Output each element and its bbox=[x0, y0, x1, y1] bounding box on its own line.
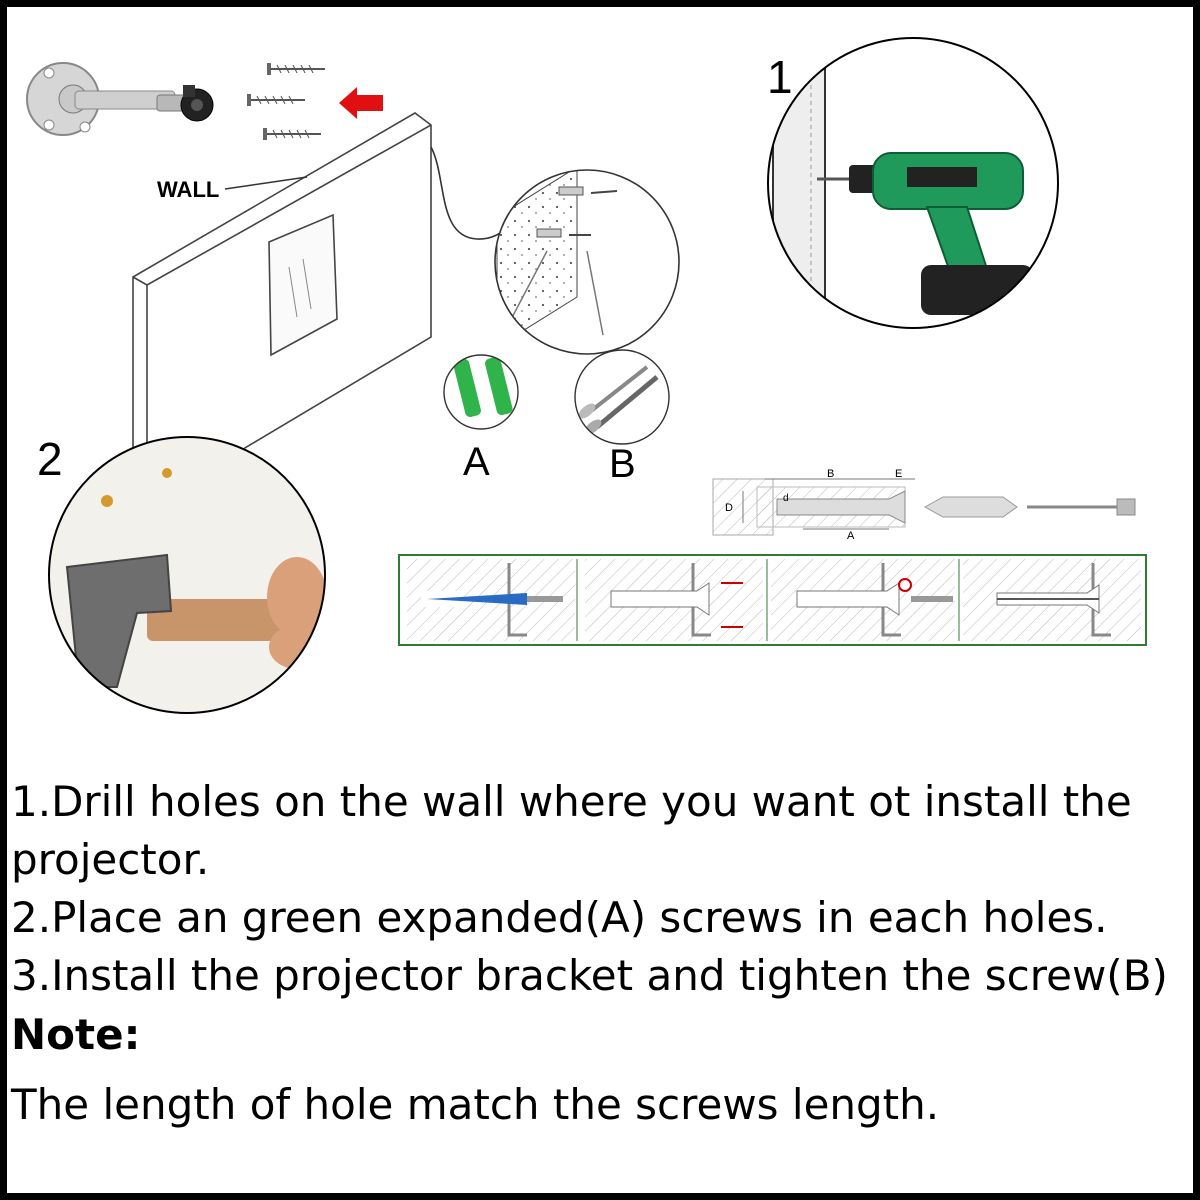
install-steps-panel bbox=[398, 554, 1147, 646]
dim-d-label: D bbox=[725, 502, 733, 514]
note-text: The length of hole match the screws leng… bbox=[11, 1080, 940, 1129]
step-2-text: 2.Place an green expanded(A) screws in e… bbox=[11, 893, 1108, 942]
hammer-icon bbox=[48, 436, 326, 714]
step-1-text: 1.Drill holes on the wall where you want… bbox=[11, 777, 1132, 884]
arrow-left-icon bbox=[339, 87, 383, 119]
drill-icon bbox=[767, 37, 1059, 329]
step-3-text: 3.Install the projector bracket and tigh… bbox=[11, 951, 1168, 1000]
part-b-label: B bbox=[609, 442, 636, 486]
wall-panel bbox=[132, 112, 518, 480]
screw-b-icon bbox=[574, 349, 670, 445]
part-a-label: A bbox=[463, 440, 490, 484]
bracket-icon bbox=[26, 62, 214, 136]
wall-label: WALL bbox=[157, 177, 219, 202]
screw-icon bbox=[247, 63, 325, 140]
instructions-text: 1.Drill holes on the wall where you want… bbox=[11, 773, 1193, 1135]
wall-plug-icon bbox=[443, 354, 519, 430]
note-label: Note: bbox=[11, 1010, 141, 1059]
zoom-detail bbox=[494, 169, 680, 355]
dim-d-small-label: d bbox=[783, 493, 789, 504]
dimension-diagram bbox=[712, 478, 1136, 536]
dim-a-label: A bbox=[847, 530, 855, 542]
callout-1-label: 1 bbox=[767, 51, 793, 103]
callout-2-label: 2 bbox=[37, 433, 63, 485]
dim-e-label: E bbox=[895, 468, 902, 480]
installation-diagram: WALL A B bbox=[26, 37, 1147, 714]
dim-b-label: B bbox=[827, 468, 834, 480]
